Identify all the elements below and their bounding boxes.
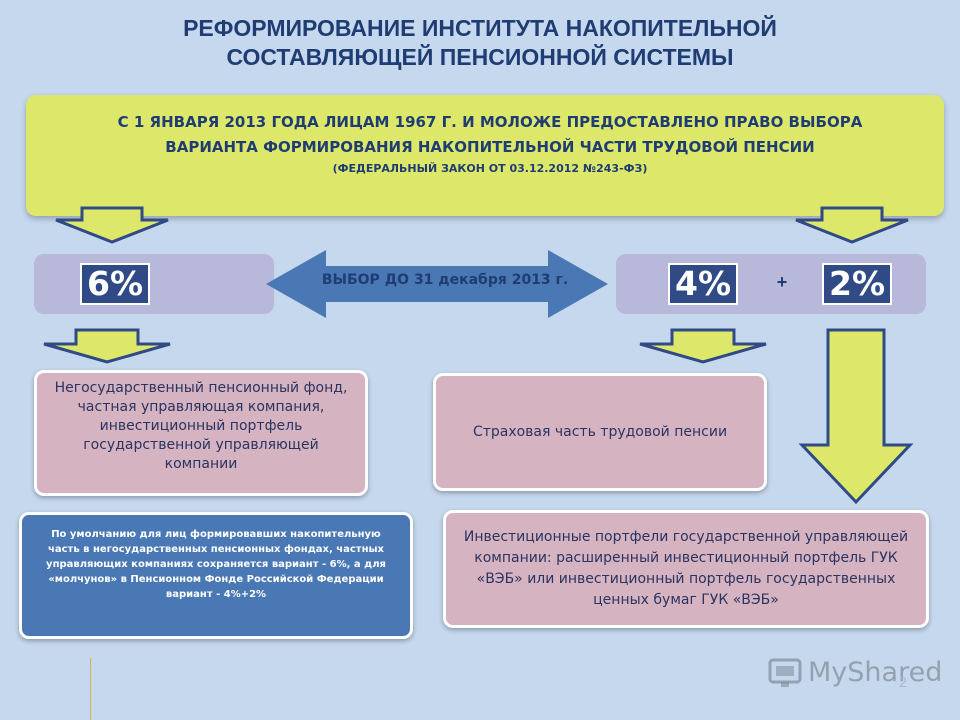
percent-4-box: 4% bbox=[668, 263, 738, 305]
default-option-text: По умолчанию для лиц формировавших накоп… bbox=[46, 529, 386, 600]
insurance-part-text: Страховая часть трудовой пенсии bbox=[472, 424, 728, 440]
arrow-down-icon bbox=[43, 328, 171, 364]
myshared-logo-icon bbox=[768, 658, 802, 687]
page-number: 2 bbox=[899, 674, 907, 690]
percent-6-box: 6% bbox=[80, 263, 150, 305]
page-title-line-2: СОСТАВЛЯЮЩЕЙ ПЕНСИОННОЙ СИСТЕМЫ bbox=[226, 44, 734, 70]
arrow-down-icon bbox=[798, 328, 914, 505]
banner-line-2: ВАРИАНТА ФОРМИРОВАНИЯ НАКОПИТЕЛЬНОЙ ЧАСТ… bbox=[165, 138, 815, 156]
choice-deadline-label: ВЫБОР ДО 31 декабря 2013 г. bbox=[321, 272, 569, 288]
banner-line-1: С 1 ЯНВАРЯ 2013 ГОДА ЛИЦАМ 1967 Г. И МОЛ… bbox=[117, 113, 863, 131]
percent-2-box: 2% bbox=[822, 263, 892, 305]
banner-law-reference: (ФЕДЕРАЛЬНЫЙ ЗАКОН ОТ 03.12.2012 №243-ФЗ… bbox=[332, 162, 648, 175]
plus-sign: + bbox=[776, 272, 788, 292]
info-banner bbox=[26, 95, 944, 216]
banner-text: С 1 ЯНВАРЯ 2013 ГОДА ЛИЦАМ 1967 Г. И МОЛ… bbox=[60, 110, 920, 160]
investment-portfolios-box: Инвестиционные портфели государственной … bbox=[443, 510, 929, 628]
default-option-note: По умолчанию для лиц формировавших накоп… bbox=[19, 512, 413, 639]
myshared-logo-text: MyShared bbox=[808, 657, 943, 688]
page-title-line-1: РЕФОРМИРОВАНИЕ ИНСТИТУТА НАКОПИТЕЛЬНОЙ bbox=[183, 15, 777, 41]
arrow-down-icon bbox=[639, 328, 767, 364]
footer-divider-line bbox=[90, 658, 91, 720]
npf-box-text: Негосударственный пенсионный фонд, частн… bbox=[54, 380, 348, 472]
investment-portfolios-text: Инвестиционные портфели государственной … bbox=[463, 529, 909, 608]
insurance-part-box: Страховая часть трудовой пенсии bbox=[433, 373, 767, 491]
double-arrow-icon bbox=[266, 250, 608, 318]
arrow-down-icon bbox=[795, 206, 909, 244]
arrow-down-icon bbox=[55, 206, 169, 244]
npf-box: Негосударственный пенсионный фонд, частн… bbox=[34, 370, 368, 496]
page-title: РЕФОРМИРОВАНИЕ ИНСТИТУТА НАКОПИТЕЛЬНОЙ С… bbox=[60, 14, 900, 72]
left-option-bar bbox=[34, 254, 274, 314]
